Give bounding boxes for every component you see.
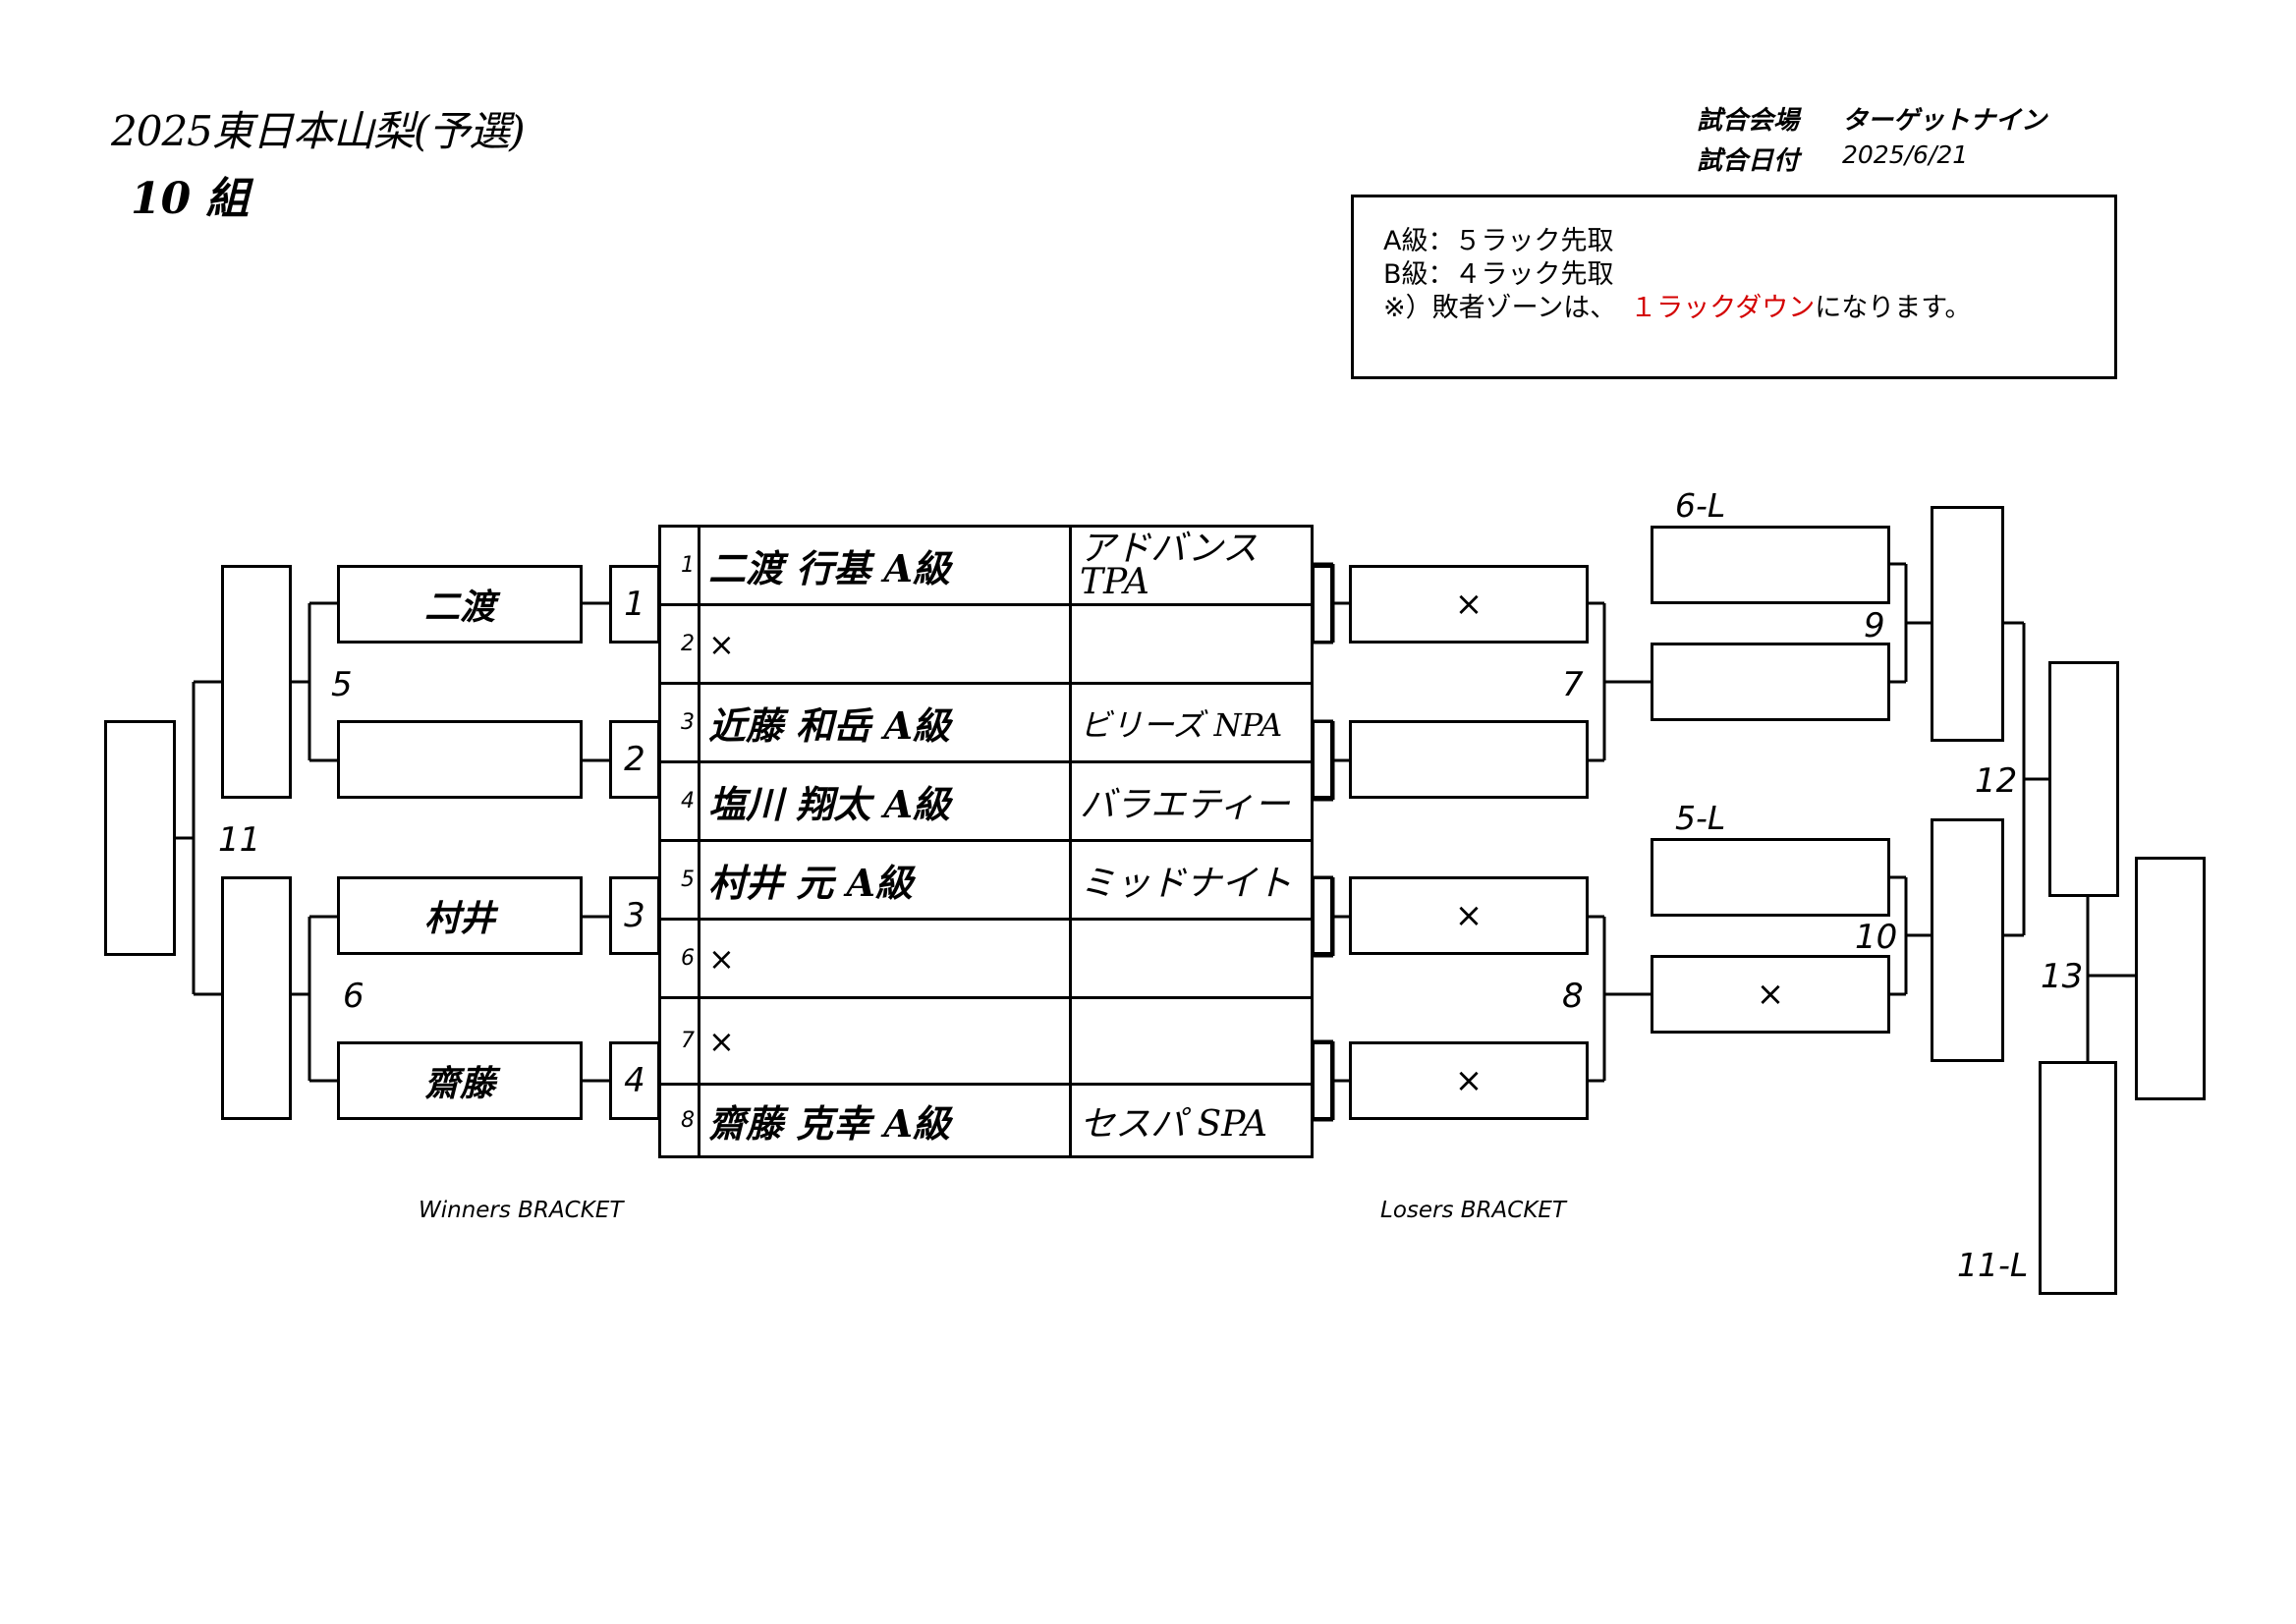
losers-r1-box-3: × bbox=[1349, 876, 1589, 955]
player-club bbox=[1072, 606, 1311, 682]
match-number-10: 10 bbox=[1855, 918, 1898, 957]
player-club: バラエティー bbox=[1080, 784, 1290, 825]
date-label: 試合日付 bbox=[1697, 146, 1800, 176]
rule-note-suffix: になります。 bbox=[1815, 293, 1972, 323]
player-row-3: 3 近藤 和岳 A級 ビリーズ NPA bbox=[661, 685, 1311, 763]
label-5-l: 5-L bbox=[1675, 799, 1726, 837]
losers-r2-box-3 bbox=[1651, 838, 1890, 917]
rules-box: A級：５ラック先取 B級：４ラック先取 ※）敗者ゾーンは、 １ラックダウンになりま… bbox=[1351, 195, 2117, 379]
seed-number: 6 bbox=[661, 921, 700, 996]
match-number-9: 9 bbox=[1864, 606, 1885, 645]
date-value: 2025/6/21 bbox=[1842, 140, 1969, 169]
player-club bbox=[1072, 999, 1311, 1083]
rule-b-class: B級：４ラック先取 bbox=[1383, 259, 1614, 290]
losers-r1-box-4: × bbox=[1349, 1041, 1589, 1120]
winners-final-box bbox=[104, 720, 176, 956]
player-name: 村井 元 A級 bbox=[700, 842, 1072, 918]
losers-tie-box-4 bbox=[1312, 1041, 1333, 1120]
match-number-7: 7 bbox=[1562, 665, 1584, 704]
player-name: × bbox=[700, 999, 1072, 1083]
seed-number: 4 bbox=[661, 763, 700, 839]
match-number-1: 1 bbox=[609, 565, 660, 644]
player-name: 齋藤 克幸 A級 bbox=[700, 1086, 1072, 1155]
seed-number: 2 bbox=[661, 606, 700, 682]
club-line-2: TPA bbox=[1080, 561, 1149, 602]
label-11-l: 11-L bbox=[1957, 1246, 2029, 1284]
seed-number: 8 bbox=[661, 1086, 700, 1155]
player-row-5: 5 村井 元 A級 ミッドナイト bbox=[661, 842, 1311, 921]
seed-number: 5 bbox=[661, 842, 700, 918]
losers-final-box bbox=[2135, 857, 2206, 1100]
player-row-4: 4 塩川 翔太 A級 バラエティー bbox=[661, 763, 1311, 842]
match-number-11: 11 bbox=[218, 820, 261, 860]
losers-11-l-box bbox=[2039, 1061, 2117, 1295]
winners-bracket-caption: Winners BRACKET bbox=[419, 1198, 624, 1223]
losers-tie-box-3 bbox=[1312, 876, 1333, 955]
seed-number: 1 bbox=[661, 528, 700, 603]
player-row-6: 6 × bbox=[661, 921, 1311, 999]
rule-losers-note: ※）敗者ゾーンは、 １ラックダウンになります。 bbox=[1383, 286, 1972, 324]
venue-value: ターゲットナイン bbox=[1842, 106, 2047, 136]
winners-semifinal-box-top bbox=[221, 565, 292, 799]
losers-bracket-caption: Losers BRACKET bbox=[1380, 1198, 1566, 1223]
seed-number: 7 bbox=[661, 999, 700, 1083]
match-number-3: 3 bbox=[609, 876, 660, 955]
losers-r2-box-1 bbox=[1651, 526, 1890, 604]
winners-r1-result-2 bbox=[337, 720, 583, 799]
player-name: × bbox=[700, 606, 1072, 682]
losers-r4-box bbox=[2048, 661, 2119, 897]
match-number-6: 6 bbox=[343, 977, 364, 1016]
label-6-l: 6-L bbox=[1675, 486, 1726, 525]
player-row-7: 7 × bbox=[661, 999, 1311, 1086]
losers-r3-box-bottom bbox=[1931, 818, 2004, 1062]
player-club: ビリーズ NPA bbox=[1080, 705, 1283, 744]
winners-r1-result-4: 齋藤 bbox=[337, 1041, 583, 1120]
player-club: ミッドナイト bbox=[1080, 863, 1293, 904]
match-number-13: 13 bbox=[2041, 957, 2084, 996]
winners-r1-result-1: 二渡 bbox=[337, 565, 583, 644]
losers-tie-box-1 bbox=[1312, 565, 1333, 644]
player-row-8: 8 齋藤 克幸 A級 セスパ SPA bbox=[661, 1086, 1311, 1155]
match-number-2: 2 bbox=[609, 720, 660, 799]
player-name: × bbox=[700, 921, 1072, 996]
player-row-2: 2 × bbox=[661, 606, 1311, 685]
match-number-4: 4 bbox=[609, 1041, 660, 1120]
tournament-title: 2025東日本山梨(予選) bbox=[111, 107, 526, 155]
match-number-5: 5 bbox=[331, 665, 353, 704]
club-line-1: アドバンス bbox=[1080, 528, 1259, 569]
losers-r1-box-2 bbox=[1349, 720, 1589, 799]
player-club bbox=[1072, 921, 1311, 996]
group-label: 10 組 bbox=[131, 174, 250, 224]
player-club: セスパ SPA bbox=[1080, 1103, 1268, 1145]
losers-r1-box-1: × bbox=[1349, 565, 1589, 644]
match-number-8: 8 bbox=[1562, 977, 1584, 1016]
match-number-12: 12 bbox=[1975, 761, 2018, 801]
rule-note-prefix: ※）敗者ゾーンは、 bbox=[1383, 293, 1617, 323]
losers-r2-box-4: × bbox=[1651, 955, 1890, 1034]
winners-r1-result-3: 村井 bbox=[337, 876, 583, 955]
rule-note-highlight: １ラックダウン bbox=[1630, 293, 1816, 323]
player-name: 二渡 行基 A級 bbox=[700, 528, 1072, 603]
losers-tie-box-2 bbox=[1312, 720, 1333, 799]
losers-r2-box-2 bbox=[1651, 643, 1890, 721]
losers-r3-box-top bbox=[1931, 506, 2004, 742]
player-name: 塩川 翔太 A級 bbox=[700, 763, 1072, 839]
seed-number: 3 bbox=[661, 685, 700, 760]
rule-a-class: A級：５ラック先取 bbox=[1383, 226, 1614, 256]
venue-label: 試合会場 bbox=[1697, 106, 1800, 136]
winners-semifinal-box-bottom bbox=[221, 876, 292, 1120]
player-name: 近藤 和岳 A級 bbox=[700, 685, 1072, 760]
